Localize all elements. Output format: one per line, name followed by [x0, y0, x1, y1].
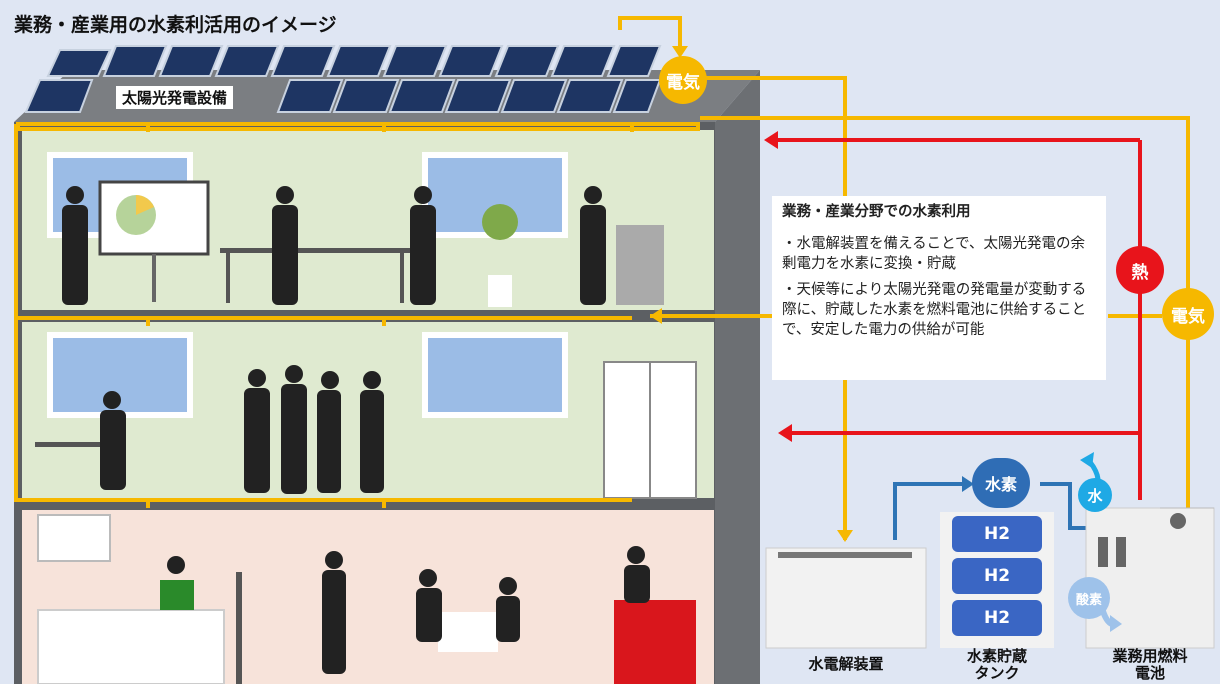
tank-1-label: H2 — [983, 524, 1011, 544]
electricity-badge-right: 電気 — [1162, 288, 1214, 340]
hydrogen-tank-3 — [952, 600, 1042, 636]
water-badge: 水 — [1078, 478, 1112, 512]
solar-label: 太陽光発電設備 — [116, 86, 234, 109]
heat-lines — [775, 138, 1142, 500]
building-side-wall — [715, 70, 760, 684]
hydrogen-lines — [893, 482, 1090, 540]
tank-label-line1: 水素貯蔵 — [966, 647, 1027, 665]
tank-2-label: H2 — [983, 566, 1011, 586]
oxygen-badge: 酸素 — [1068, 577, 1110, 619]
info-heading: 業務・産業分野での水素利用 — [782, 204, 971, 220]
info-point-1: ・水電解装置を備えることで、太陽光発電の余剰電力を水素に変換・貯蔵 — [782, 236, 1086, 272]
electrolyzer-label: 水電解装置 — [808, 655, 884, 673]
info-point-2: ・天候等により太陽光発電の発電量が変動する際に、貯蔵した水素を燃料電池に供給する… — [782, 282, 1087, 338]
office-scene-floor2 — [35, 361, 697, 499]
restaurant-scene-floor1 — [37, 514, 696, 684]
fuelcell-unit — [1085, 507, 1215, 649]
hydrogen-tank-1 — [952, 516, 1042, 552]
tank-label-line2: タンク — [974, 664, 1020, 682]
page-title: 業務・産業用の水素利活用のイメージ — [14, 14, 337, 36]
hydrogen-badge: 水素 — [972, 458, 1030, 508]
tank-label: 水素貯蔵 タンク — [940, 648, 1054, 682]
electricity-badge-top: 電気 — [659, 56, 707, 104]
info-box: 業務・産業分野での水素利用 ・水電解装置を備えることで、太陽光発電の余剰電力を水… — [772, 196, 1106, 380]
solar-panels — [24, 45, 662, 113]
tank-3-label: H2 — [983, 608, 1011, 628]
hydrogen-tank-2 — [952, 558, 1042, 594]
fuelcell-label-line2: 電池 — [1134, 664, 1165, 682]
fuelcell-label-line1: 業務用燃料 — [1112, 647, 1188, 665]
office-scene-floor3 — [62, 180, 664, 307]
heat-badge: 熱 — [1116, 246, 1164, 294]
fuelcell-label: 業務用燃料 電池 — [1086, 648, 1214, 682]
power-lines — [14, 16, 1190, 540]
heat-arrowheads — [764, 131, 792, 442]
electrolyzer-unit — [765, 547, 927, 649]
power-arrowheads — [650, 46, 853, 542]
